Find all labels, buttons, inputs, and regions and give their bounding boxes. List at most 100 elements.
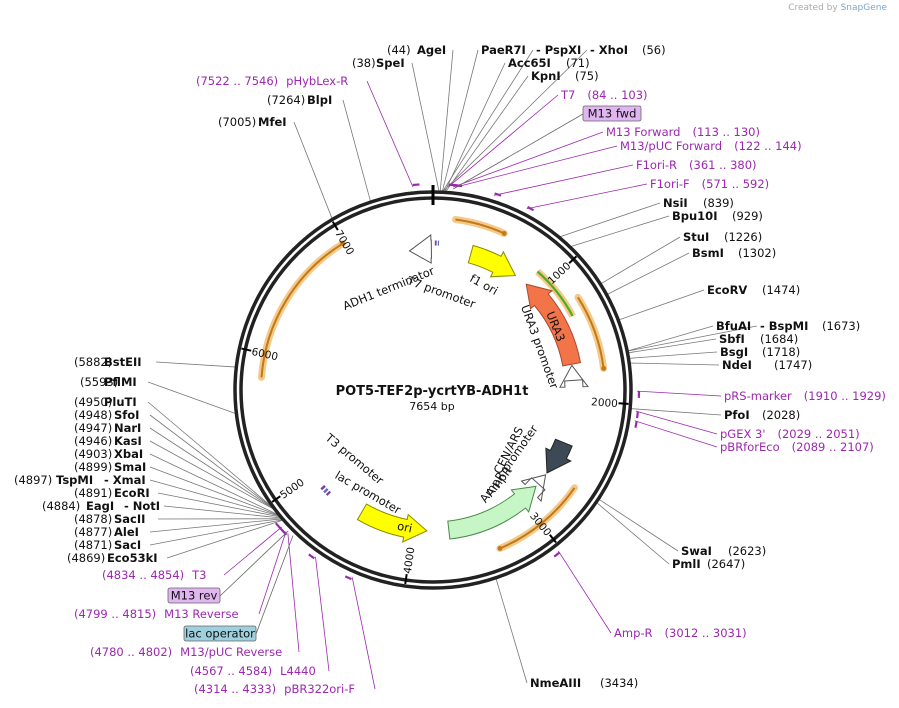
primer-l4440-label-mark bbox=[308, 553, 315, 560]
feature-label-t7-promoter: T7 promoter bbox=[405, 273, 478, 311]
ura3-promoter-arrow bbox=[559, 364, 589, 388]
site-pflmi-label[interactable]: PflMI bbox=[104, 375, 137, 389]
site-eagi-label[interactable]: EagI bbox=[86, 499, 114, 513]
site-paer7i-label[interactable]: PaeR7I bbox=[481, 43, 526, 57]
boxed-lac-operator-leader bbox=[255, 535, 294, 635]
tick-label-4000: 4000 bbox=[402, 546, 418, 574]
primer-m13-puc-reverse-label-mark bbox=[281, 529, 288, 536]
orf-2-end bbox=[601, 365, 607, 371]
site-ndei-label-leader bbox=[629, 362, 720, 366]
primer-f1ori-r-label[interactable]: F1ori-R(361 .. 380) bbox=[636, 158, 757, 172]
site-pspxi-label[interactable]: - PspXI bbox=[536, 43, 581, 57]
primer-phyblex-r-label[interactable]: (7522 .. 7546)pHybLex-R bbox=[196, 74, 348, 88]
site-nmeaiii-label-leader bbox=[495, 577, 528, 684]
site-pluti-label[interactable]: PluTI bbox=[104, 395, 137, 409]
site-bsmi-label[interactable]: BsmI bbox=[692, 246, 724, 260]
site-eagi-label-suffix[interactable]: - NotI bbox=[124, 499, 160, 513]
site-pmli-label[interactable]: PmlI bbox=[672, 557, 701, 571]
orf-2-arc bbox=[577, 296, 605, 369]
boxed-m13-fwd-box[interactable] bbox=[582, 105, 642, 122]
primer-m13-forward-label-leader bbox=[453, 131, 604, 188]
site-pluti-label-leader bbox=[147, 401, 276, 510]
primer-m13-puc-reverse-label[interactable]: (4780 .. 4802)M13/pUC Reverse bbox=[90, 645, 282, 659]
site-spei-label[interactable]: SpeI bbox=[376, 56, 405, 70]
orf-4-arc bbox=[260, 242, 344, 378]
site-sacii-label[interactable]: SacII bbox=[114, 512, 145, 526]
site-nari-label[interactable]: NarI bbox=[114, 421, 141, 435]
tick-3000 bbox=[549, 534, 557, 544]
site-bspmi-label-leader bbox=[627, 325, 758, 352]
lac-promoter-mark bbox=[320, 485, 326, 491]
primer-l4440-label[interactable]: (4567 .. 4584)L4440 bbox=[190, 664, 316, 678]
site-bsgi-label[interactable]: BsgI bbox=[720, 345, 748, 359]
site-nari-label-position: (4947) bbox=[74, 421, 112, 435]
site-ecori-label[interactable]: EcoRI bbox=[114, 486, 150, 500]
site-acc65i-label-position: (71) bbox=[566, 56, 590, 70]
site-kpni-label[interactable]: KpnI bbox=[531, 69, 561, 83]
site-swai-label[interactable]: SwaI bbox=[681, 544, 712, 558]
site-kasi-label-position: (4946) bbox=[74, 434, 112, 448]
site-ndei-label[interactable]: NdeI bbox=[722, 358, 752, 372]
site-pfoi-label[interactable]: PfoI bbox=[724, 408, 750, 422]
primer-m13-reverse-label-leader bbox=[258, 531, 287, 615]
primer-m13-puc-forward-label[interactable]: M13/pUC Forward(122 .. 144) bbox=[620, 139, 802, 153]
ura3-orf-arc bbox=[536, 270, 574, 317]
site-smai-label[interactable]: SmaI bbox=[114, 460, 146, 474]
primer-pgex-3-label[interactable]: pGEX 3'(2029 .. 2051) bbox=[720, 427, 860, 441]
site-saci-label[interactable]: SacI bbox=[114, 538, 141, 552]
site-sfoi-label[interactable]: SfoI bbox=[114, 408, 139, 422]
primer-t3-label-mark bbox=[275, 522, 282, 530]
site-blpi-label-position: (7264) bbox=[267, 93, 305, 107]
primer-f1ori-f-label[interactable]: F1ori-F(571 .. 592) bbox=[650, 177, 769, 191]
primer-m13-reverse-label[interactable]: (4799 .. 4815)M13 Reverse bbox=[74, 607, 239, 621]
site-mfei-label[interactable]: MfeI bbox=[258, 115, 287, 129]
cen-ars-block bbox=[545, 438, 573, 474]
site-sbfi-label-leader bbox=[627, 338, 717, 354]
site-paer7i-label-leader bbox=[441, 49, 479, 193]
site-sbfi-label[interactable]: SbfI bbox=[719, 332, 745, 346]
site-nmeaiii-label[interactable]: NmeAIII bbox=[530, 676, 581, 690]
primer-f1ori-r-label-leader bbox=[493, 164, 634, 196]
site-acc65i-label[interactable]: Acc65I bbox=[508, 56, 551, 70]
site-bfuai-label-leader bbox=[627, 325, 714, 352]
primer-pbr322ori-f-label[interactable]: (4314 .. 4333)pBR322ori-F bbox=[194, 682, 355, 696]
site-tspmi-label-position: (4897) bbox=[14, 473, 52, 487]
site-bsteii-label[interactable]: BstEII bbox=[104, 355, 142, 369]
site-bpu10i-label-position: (929) bbox=[732, 209, 763, 223]
primer-amp-r-label[interactable]: Amp-R(3012 .. 3031) bbox=[614, 626, 747, 640]
primer-prs-marker-label[interactable]: pRS-marker(1910 .. 1929) bbox=[724, 389, 886, 403]
site-bfuai-label[interactable]: BfuAI bbox=[716, 319, 751, 333]
site-bspmi-label[interactable]: - BspMI bbox=[760, 319, 808, 333]
site-tspmi-label-suffix[interactable]: - XmaI bbox=[104, 473, 146, 487]
site-tspmi-label[interactable]: TspMI bbox=[56, 473, 93, 487]
site-xbai-label[interactable]: XbaI bbox=[114, 447, 143, 461]
boxed-lac-operator-box[interactable] bbox=[183, 625, 257, 642]
site-ecorv-label[interactable]: EcoRV bbox=[707, 283, 747, 297]
primer-t3-label[interactable]: (4834 .. 4854)T3 bbox=[102, 568, 206, 582]
site-spei-label-position: (38) bbox=[352, 56, 376, 70]
site-ndei-label-position: (1747) bbox=[774, 358, 812, 372]
site-stui-label[interactable]: StuI bbox=[683, 230, 709, 244]
site-blpi-label[interactable]: BlpI bbox=[307, 93, 332, 107]
site-alei-label[interactable]: AleI bbox=[114, 525, 139, 539]
tick-4000 bbox=[404, 573, 408, 585]
snapgene-logo-text: SnapGene bbox=[840, 3, 887, 13]
tick-7000 bbox=[331, 221, 339, 231]
site-kasi-label[interactable]: KasI bbox=[114, 434, 142, 448]
primer-m13-forward-label[interactable]: M13 Forward(113 .. 130) bbox=[606, 125, 760, 139]
site-agei-label[interactable]: AgeI bbox=[417, 43, 446, 57]
site-xhoi-label[interactable]: - XhoI bbox=[590, 43, 628, 57]
tick-label-7000: 7000 bbox=[332, 228, 356, 257]
site-nsii-label[interactable]: NsiI bbox=[663, 196, 688, 210]
boxed-m13-rev-box[interactable] bbox=[167, 587, 221, 604]
primer-pbrforeco-label[interactable]: pBRforEco(2089 .. 2107) bbox=[720, 440, 874, 454]
primer-pbrforeco-label-leader bbox=[634, 420, 718, 448]
plasmid-name: POT5-TEF2p-ycrtYB-ADH1t bbox=[336, 384, 529, 399]
site-sacii-label-position: (4878) bbox=[74, 512, 112, 526]
site-blpi-label-leader bbox=[342, 99, 372, 203]
primer-t7-label[interactable]: T7(84 .. 103) bbox=[560, 88, 648, 102]
site-eco53ki-label[interactable]: Eco53kI bbox=[107, 551, 158, 565]
site-mfei-label-position: (7005) bbox=[218, 115, 256, 129]
site-bpu10i-label[interactable]: Bpu10I bbox=[672, 209, 717, 223]
site-stui-label-position: (1226) bbox=[724, 230, 762, 244]
